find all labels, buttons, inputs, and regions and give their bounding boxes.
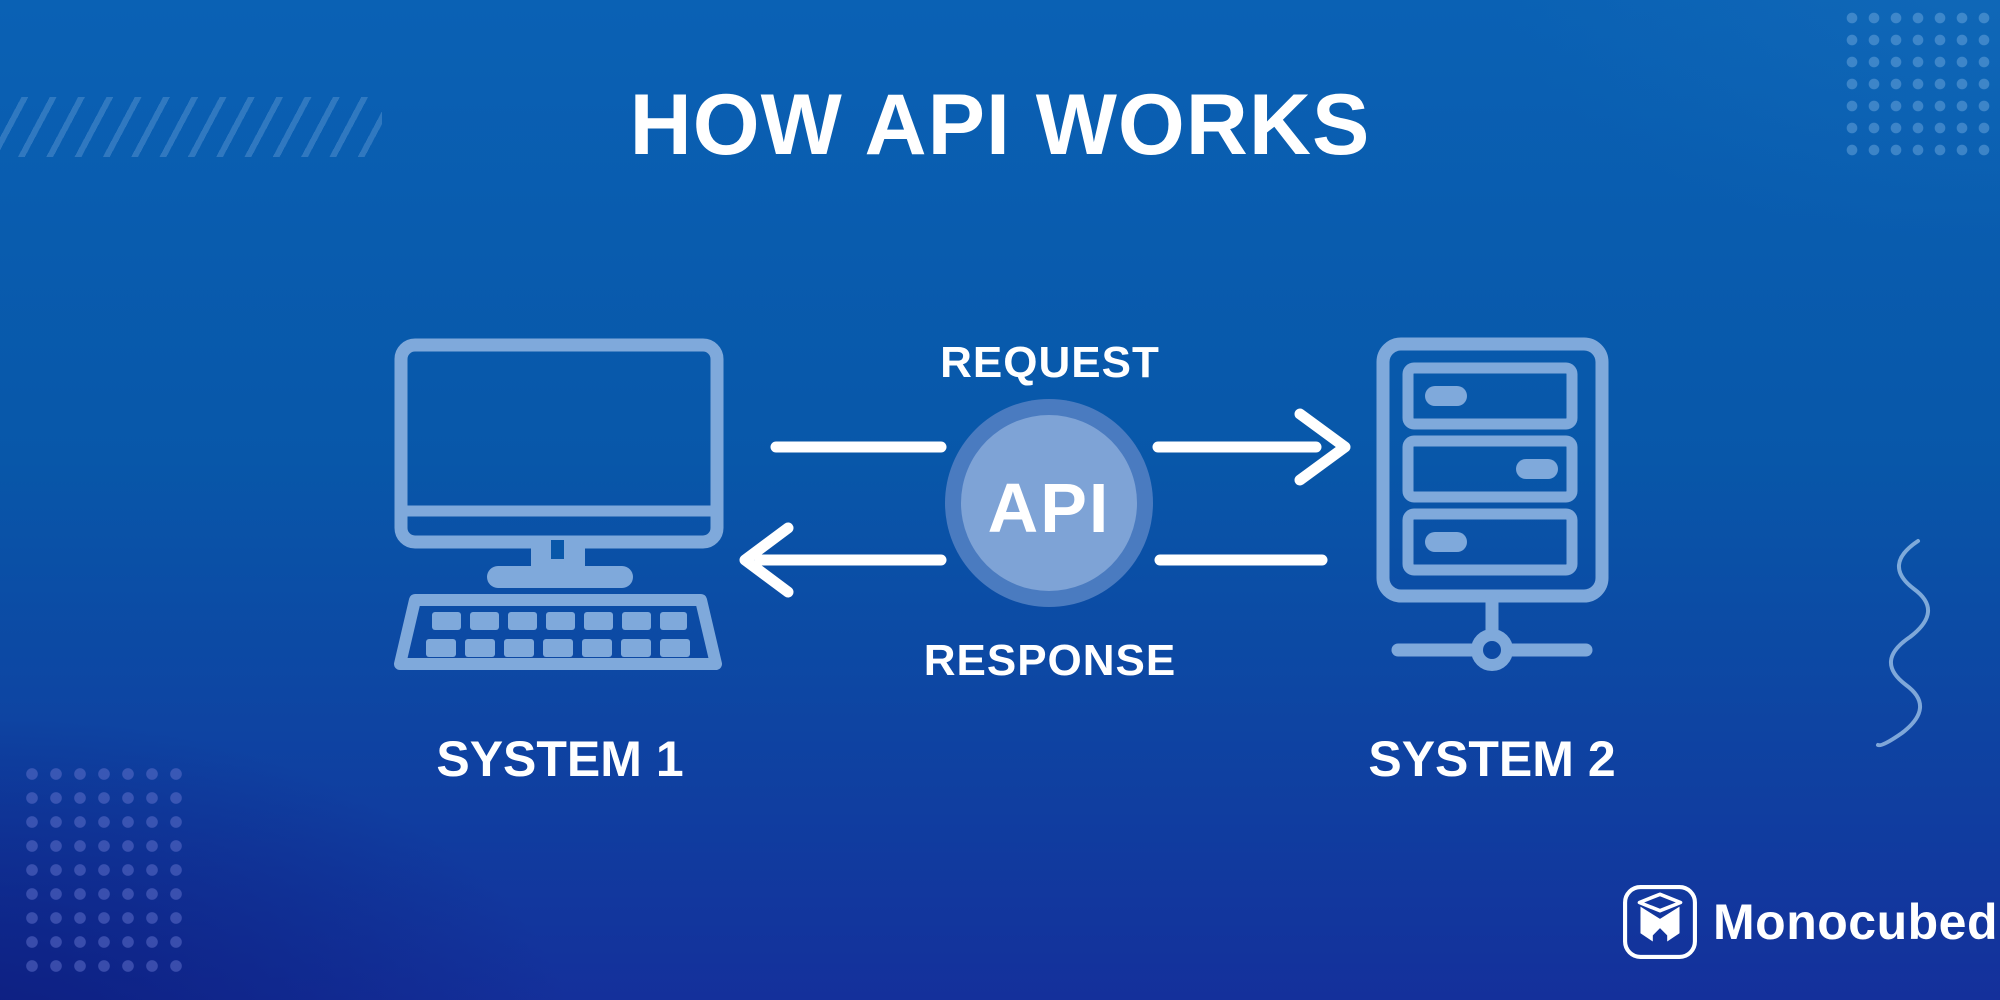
server-slot-1 bbox=[1402, 362, 1578, 430]
keyboard-keys bbox=[426, 612, 690, 657]
monitor-stand-slot bbox=[551, 540, 564, 559]
api-circle-fill bbox=[961, 415, 1137, 591]
page-title: HOW API WORKS bbox=[629, 77, 1371, 173]
arrow-left-head bbox=[739, 522, 794, 598]
response-label: RESPONSE bbox=[923, 636, 1177, 685]
dot-grid-bottom-left-decoration bbox=[20, 762, 188, 978]
server-slot-3-indicator bbox=[1425, 532, 1467, 552]
api-circle-badge bbox=[945, 399, 1153, 607]
system2-label: SYSTEM 2 bbox=[1368, 731, 1616, 787]
response-arrow bbox=[739, 522, 1328, 598]
monitor-stand-base bbox=[487, 566, 633, 588]
logo-rounded-square bbox=[1623, 885, 1697, 959]
dot-grid-top-right-decoration bbox=[1841, 7, 1995, 161]
system1-label: SYSTEM 1 bbox=[436, 731, 684, 787]
logo-m-glyph bbox=[1640, 906, 1680, 942]
logo-text: Monocubed bbox=[1713, 894, 1999, 950]
monocubed-cube-m-icon bbox=[1623, 885, 1697, 959]
server-icon bbox=[1376, 337, 1609, 671]
arrow-right-head bbox=[1294, 408, 1351, 486]
logo-cube-lid bbox=[1637, 892, 1683, 913]
request-label: REQUEST bbox=[940, 338, 1160, 387]
server-network-node bbox=[1471, 629, 1513, 671]
computer-icon bbox=[394, 338, 724, 670]
server-slot-1-indicator bbox=[1425, 386, 1467, 406]
squiggle-path bbox=[1876, 539, 1931, 748]
api-label: API bbox=[987, 469, 1111, 547]
server-slot-3 bbox=[1402, 508, 1578, 576]
diagonal-stripes-decoration bbox=[0, 97, 382, 157]
keyboard-outline bbox=[394, 594, 722, 670]
server-slot-2 bbox=[1402, 435, 1578, 503]
request-arrow bbox=[770, 408, 1351, 486]
server-slot-2-indicator bbox=[1516, 459, 1558, 479]
monocubed-logo: Monocubed bbox=[1622, 884, 1998, 960]
squiggle-line-decoration bbox=[1876, 539, 1931, 748]
